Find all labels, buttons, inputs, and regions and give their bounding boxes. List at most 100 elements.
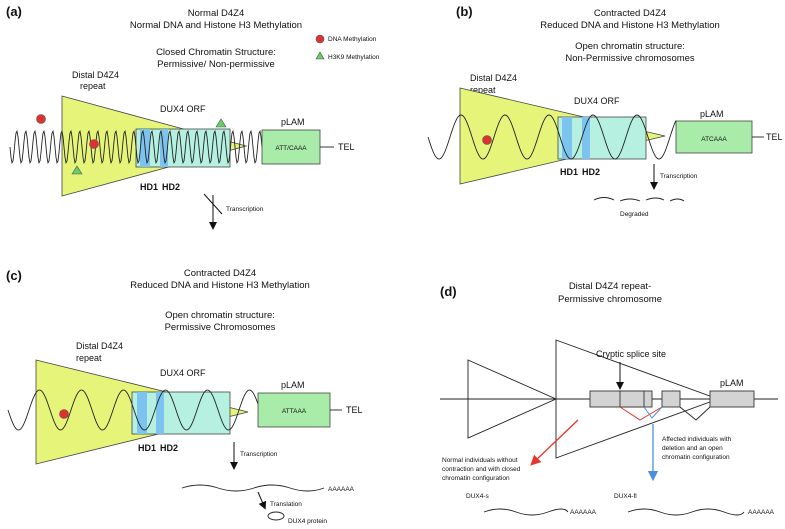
panel-b-chromatin-fiber — [427, 114, 677, 160]
panel-d-dux4s-label: DUX4-s — [466, 493, 490, 500]
panel-b-degraded-transcript — [593, 197, 685, 202]
panel-a: (a) Normal D4Z4 Normal DNA and Histone H… — [6, 4, 380, 230]
panel-b-repeat-label-line2: repeat — [470, 85, 496, 95]
panel-d-cryptic-splice-label: Cryptic splice site — [596, 349, 666, 359]
panel-a-hd2-label: HD2 — [162, 182, 180, 192]
panel-c-repeat-label-line1: Distal D4Z4 — [76, 341, 123, 351]
panel-a-hd2-region — [160, 129, 168, 167]
panel-b-subtitle: Reduced DNA and Histone H3 Methylation — [540, 20, 720, 31]
panel-a-title: Normal D4Z4 — [188, 8, 245, 19]
panel-c-translation-arrow — [257, 491, 267, 510]
panel-d-normal-line3: chromatin configuration — [442, 475, 510, 482]
panel-c-chromatin-line1: Open chromatin structure: — [165, 310, 275, 321]
panel-b-plam-box — [675, 120, 753, 154]
panel-a-orf-label: DUX4 ORF — [160, 104, 206, 114]
panel-d-dux4s-polya: AAAAAA — [570, 509, 597, 516]
panel-a-dna-methylation-icon — [36, 114, 46, 124]
panel-c-protein-label: DUX4 protein — [288, 518, 327, 525]
panel-c-mrna-transcript — [181, 484, 325, 492]
panel-d-title-line2: Permissive chromosome — [558, 294, 662, 305]
panel-c-polya-label: AAAAAA — [328, 486, 355, 493]
panel-d-exon3-plam — [709, 390, 755, 408]
panel-d-dux4s-transcript — [483, 508, 569, 516]
panel-c-plam-box — [257, 392, 331, 428]
panel-b-transcription-label: Transcription — [660, 173, 698, 180]
panel-d-exon2 — [661, 390, 681, 408]
panel-c-tel-label: TEL — [346, 405, 363, 415]
panel-d-affected-line3: chromatin configuration — [662, 454, 730, 461]
panel-d-normal-line2: contraction and with closed — [442, 466, 521, 473]
panel-b-hd2-label: HD2 — [582, 167, 600, 177]
panel-c-chromatin-fiber — [7, 389, 259, 431]
panel-a-h3k9-methylation-icon — [215, 118, 227, 128]
panel-c-hd2-region — [156, 392, 164, 434]
panel-a-letter: (a) — [6, 4, 22, 19]
panel-a-dna-methylation-icon — [89, 139, 99, 149]
panel-c-translation-label: Translation — [270, 501, 302, 508]
panel-b-chromatin-line1: Open chromatin structure: — [575, 41, 685, 52]
panel-c-subtitle: Reduced DNA and Histone H3 Methylation — [130, 280, 310, 291]
panel-d-title-line1: Distal D4Z4 repeat- — [569, 281, 651, 292]
panel-d-normal-line1: Normal individuals without — [442, 457, 518, 464]
panel-b-dna-methylation-icon — [482, 135, 492, 145]
panel-d-affected-line1: Affected individuals with — [662, 436, 732, 443]
panel-b-hd1-region — [562, 117, 572, 159]
panel-b-hd2-region — [582, 117, 590, 159]
panel-d: (d) Distal D4Z4 repeat- Permissive chrom… — [440, 281, 778, 516]
panel-b-plam-sequence: ATCAAA — [701, 136, 727, 143]
panel-b-orf-label: DUX4 ORF — [574, 96, 620, 106]
legend-dna-methylation-icon — [315, 34, 325, 44]
panel-d-dux4fl-label: DUX4-fl — [614, 493, 637, 500]
panel-b-orf-box — [557, 116, 647, 160]
panel-d-dux4fl-transcript — [627, 508, 745, 516]
legend-h3k9-methylation-label: H3K9 Methylation — [328, 54, 380, 61]
panel-a-tel-label: TEL — [338, 142, 355, 152]
panel-b-tel-label: TEL — [766, 132, 783, 142]
panel-d-letter: (d) — [440, 284, 457, 299]
panel-c-letter: (c) — [6, 268, 22, 283]
legend-dna-methylation-label: DNA Methylation — [328, 36, 377, 43]
panel-b-degraded-label: Degraded — [620, 211, 649, 218]
panel-a-repeat-label-line2: repeat — [80, 81, 106, 91]
panel-b-plam-label: pLAM — [700, 109, 724, 119]
panel-d-plam-label: pLAM — [720, 378, 744, 388]
panel-a-h3k9-methylation-icon — [71, 165, 83, 175]
panel-a-block-mark — [203, 193, 223, 215]
panel-a-plam-sequence: ATT/CAAA — [275, 145, 307, 152]
panel-c-title: Contracted D4Z4 — [184, 268, 256, 279]
panel-d-splice-plam — [679, 406, 711, 421]
panel-c-transcription-label: Transcription — [240, 451, 278, 458]
panel-d-dux4fl-polya: AAAAAA — [748, 509, 775, 516]
panel-a-transcription-label: Transcription — [226, 206, 264, 213]
panel-d-splice-short — [619, 406, 663, 421]
panel-b-letter: (b) — [456, 4, 473, 19]
panel-a-subtitle: Normal DNA and Histone H3 Methylation — [130, 20, 302, 31]
panel-d-affected-line2: deletion and an open — [662, 445, 723, 452]
panel-b-hd1-label: HD1 — [560, 167, 578, 177]
panel-c-plam-label: pLAM — [281, 380, 305, 390]
panel-c: (c) Contracted D4Z4 Reduced DNA and Hist… — [6, 268, 363, 525]
panel-a-plam-label: pLAM — [281, 117, 305, 127]
panel-b-title: Contracted D4Z4 — [594, 8, 666, 19]
legend-h3k9-methylation-icon — [315, 51, 325, 60]
panel-d-exon1-cryptic-segment — [619, 390, 645, 408]
panel-c-hd1-region — [137, 392, 147, 434]
panel-a-repeat-label-line1: Distal D4Z4 — [72, 70, 119, 80]
panel-d-splice-full — [643, 406, 663, 419]
panel-c-repeat-label-line2: repeat — [76, 353, 102, 363]
panel-c-hd1-label: HD1 — [138, 443, 156, 453]
panel-a-chromatin-line2: Permissive/ Non-permissive — [157, 59, 275, 70]
panel-c-dux4-protein-icon — [267, 511, 285, 521]
panel-a-chromatin-fiber — [9, 129, 263, 165]
panel-a-hd1-label: HD1 — [140, 182, 158, 192]
panel-c-chromatin-line2: Permissive Chromosomes — [165, 322, 276, 333]
panel-a-chromatin-line1: Closed Chromatin Structure: — [156, 47, 276, 58]
panel-c-hd2-label: HD2 — [160, 443, 178, 453]
panel-d-red-arrow — [530, 419, 579, 466]
panel-b: (b) Contracted D4Z4 Reduced DNA and Hist… — [427, 4, 783, 218]
panel-c-orf-label: DUX4 ORF — [160, 368, 206, 378]
panel-b-repeat-label-line1: Distal D4Z4 — [470, 73, 517, 83]
panel-c-plam-sequence: ATTAAA — [282, 408, 307, 415]
panel-c-dna-methylation-icon — [59, 409, 69, 419]
